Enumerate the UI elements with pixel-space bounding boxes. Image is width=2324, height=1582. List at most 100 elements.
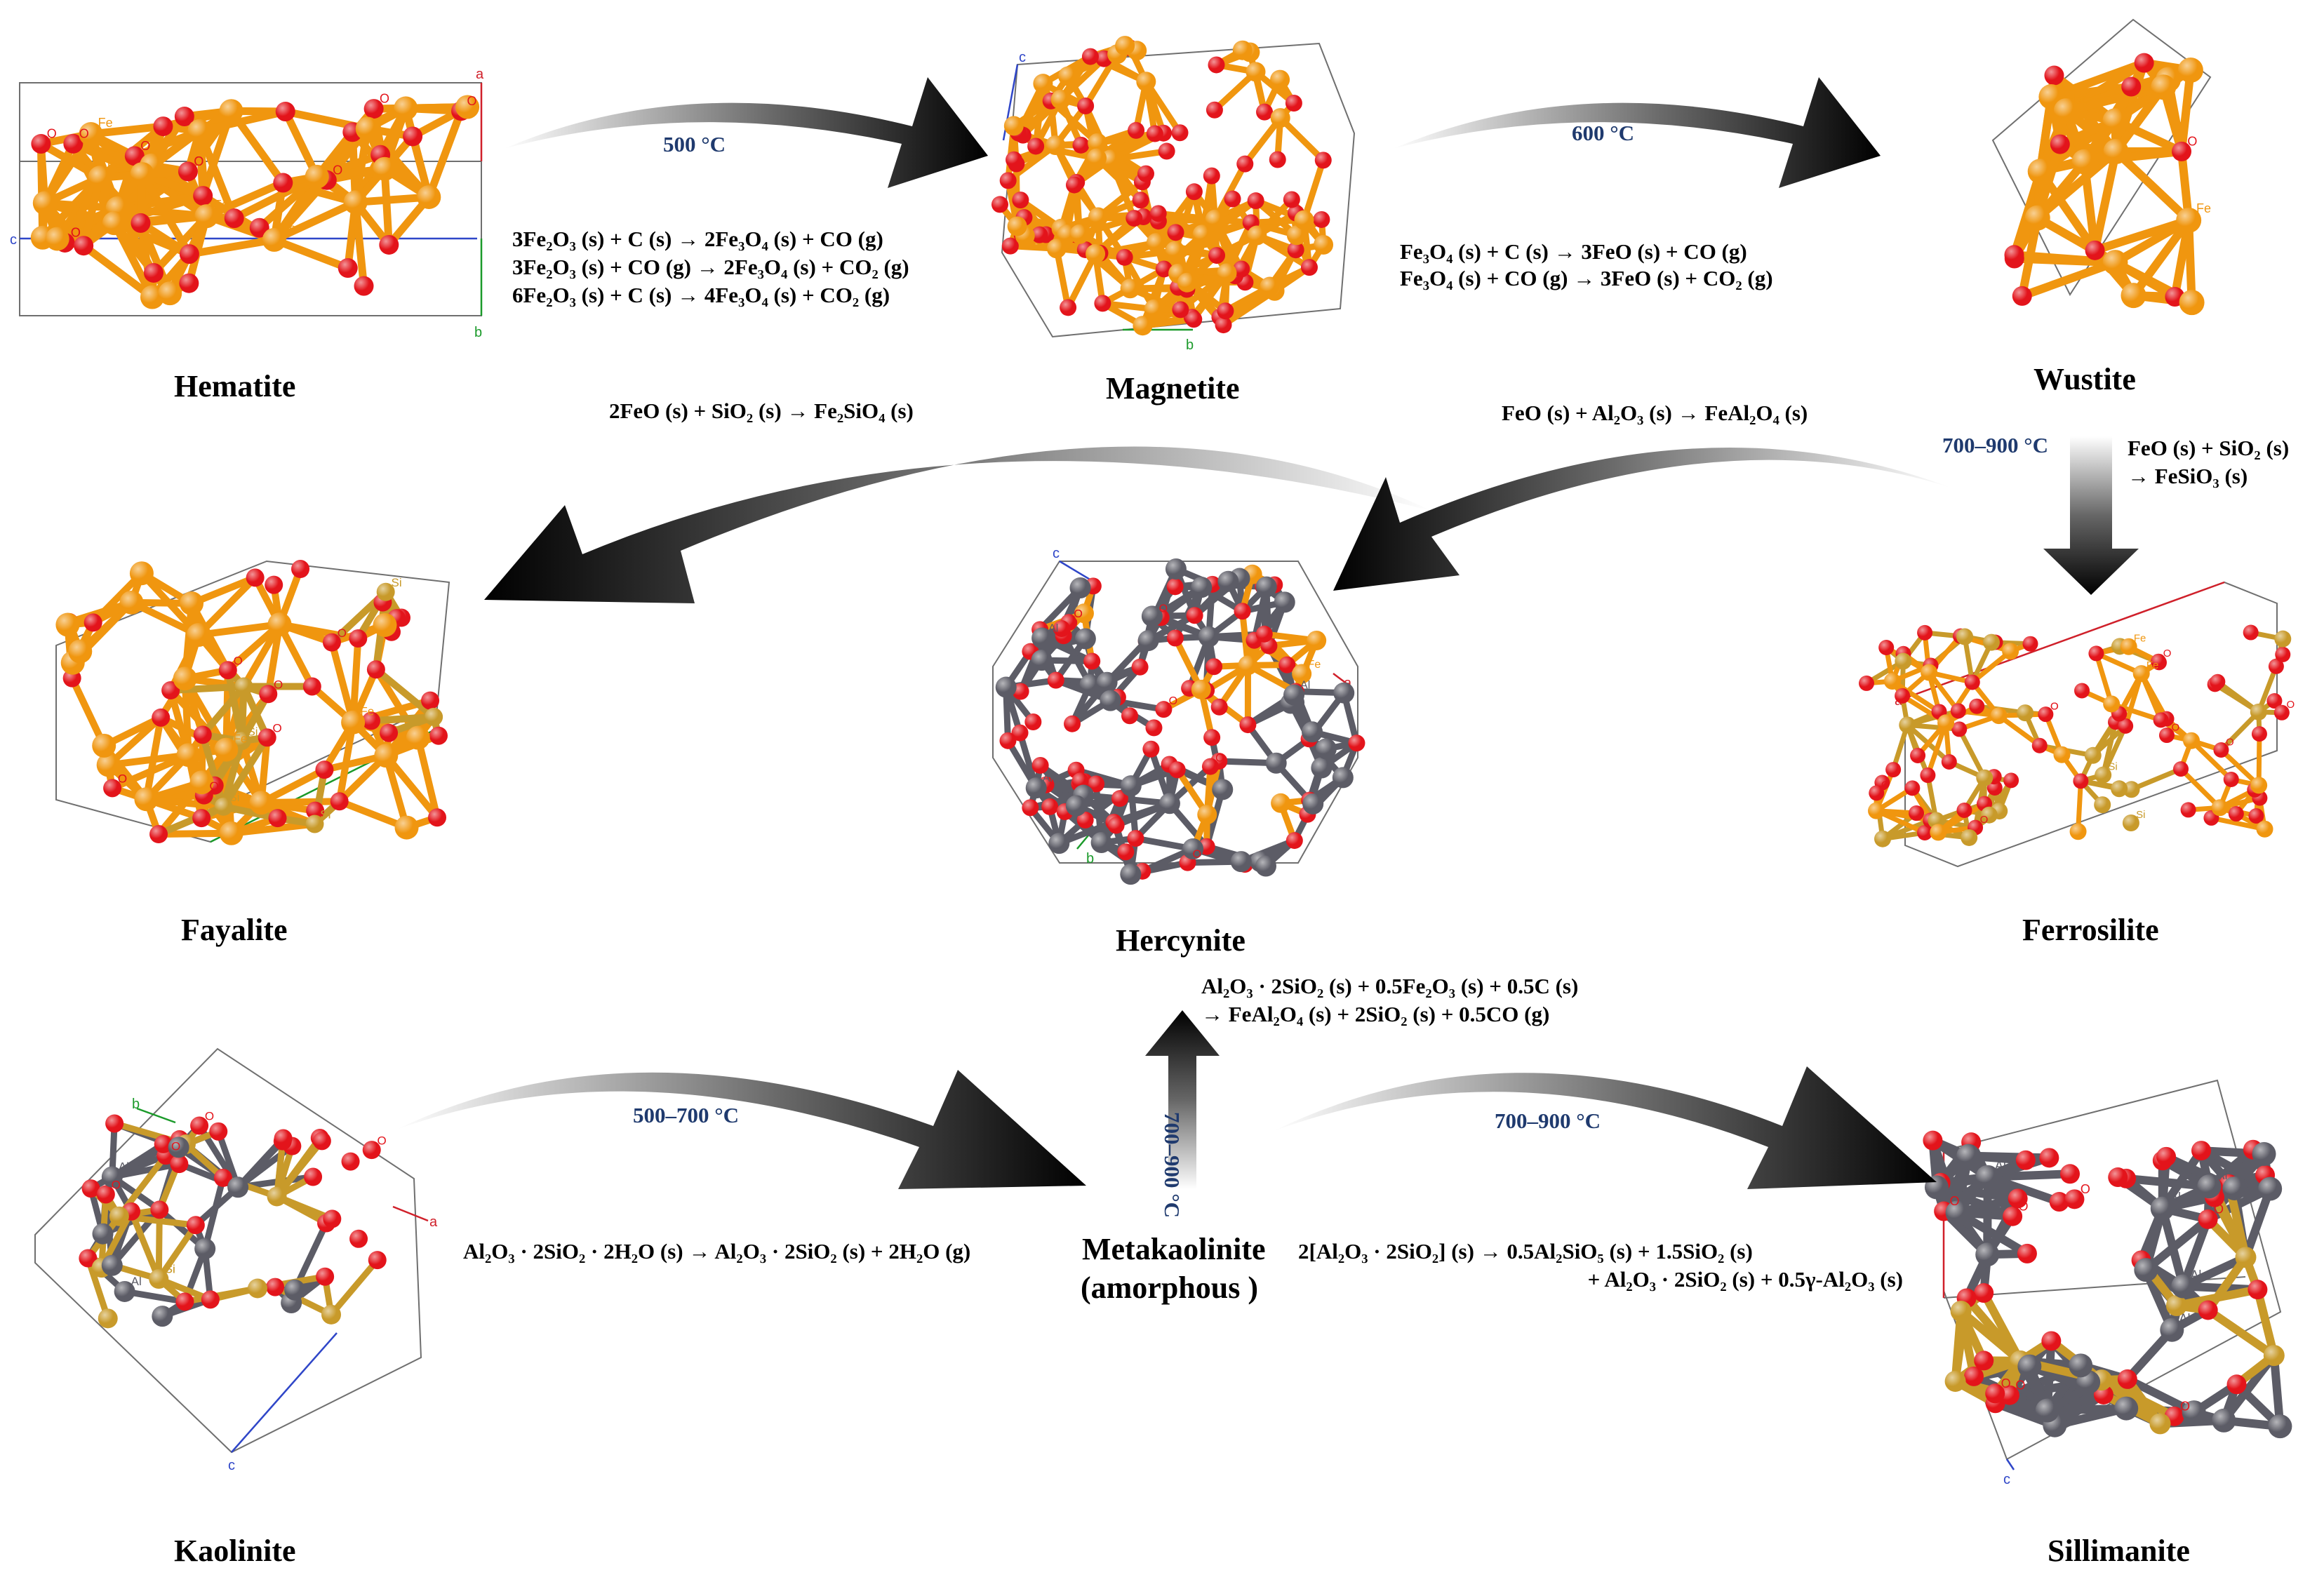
svg-text:O: O — [2214, 1202, 2224, 1216]
svg-text:O: O — [378, 1134, 387, 1147]
svg-text:a: a — [429, 1214, 438, 1230]
svg-text:Al: Al — [2216, 1168, 2227, 1182]
svg-text:c: c — [1053, 546, 1060, 561]
svg-text:O: O — [140, 139, 150, 153]
svg-text:O: O — [47, 127, 57, 141]
label-hercynite: Hercynite — [1116, 923, 1246, 958]
svg-text:O: O — [71, 226, 81, 240]
svg-text:Fe: Fe — [107, 159, 122, 173]
eq-metakaolinite-hercynite-1: Al₂O₃ · 2SiO₂ (s) + 0.5Fe₂O₃ (s) + 0.5C … — [1201, 974, 1579, 998]
svg-text:O: O — [1215, 752, 1224, 764]
svg-text:O: O — [171, 1139, 180, 1153]
arrow-hematite-to-magnetite — [504, 77, 988, 188]
svg-text:Al: Al — [131, 1275, 142, 1288]
svg-text:O: O — [274, 678, 283, 691]
eq-ferrosilite-1: FeO (s) + SiO₂ (s) — [2128, 436, 2290, 460]
label-hematite: Hematite — [174, 369, 296, 403]
svg-text:O: O — [2286, 699, 2295, 711]
svg-text:O: O — [2180, 1399, 2190, 1413]
svg-text:a: a — [476, 67, 484, 82]
svg-text:O: O — [467, 94, 476, 108]
svg-text:O: O — [2015, 1378, 2025, 1392]
svg-text:O: O — [71, 226, 81, 240]
svg-text:a: a — [0, 0, 8, 4]
eq-kaolinite: Al₂O₃ · 2SiO₂ · 2H₂O (s) → Al₂O₃ · 2SiO₂… — [463, 1239, 971, 1263]
label-metakaolinite: Metakaolinite — [1082, 1232, 1266, 1266]
arrow-hercynite-to-fayalite — [484, 446, 1431, 603]
svg-text:O: O — [273, 722, 282, 735]
svg-text:O: O — [118, 772, 127, 786]
label-sillimanite: Sillimanite — [2048, 1534, 2190, 1568]
eq-sillimanite-2: + Al₂O₃ · 2SiO₂ (s) + 0.5γ-Al₂O₃ (s) — [1587, 1267, 1903, 1292]
label-kaolinite: Kaolinite — [174, 1534, 296, 1568]
arrow-wustite-to-ferrosilite — [2043, 436, 2139, 595]
svg-text:O: O — [1159, 603, 1168, 615]
svg-text:Si: Si — [247, 725, 258, 738]
structure-fayalite: aOSiFeOOOOSiFeOSiSiOSi — [0, 0, 450, 845]
svg-text:Si: Si — [391, 576, 401, 589]
structure-sillimanite: acOAlOOAlOOAlOOAlAl — [0, 0, 2292, 1487]
label-wustite: Wustite — [2034, 362, 2136, 396]
svg-text:O: O — [2163, 648, 2172, 659]
svg-text:O: O — [112, 1179, 121, 1192]
svg-text:b: b — [1186, 337, 1194, 353]
svg-text:Al: Al — [1048, 623, 1058, 635]
svg-text:O: O — [2019, 1199, 2029, 1213]
svg-text:O: O — [194, 154, 203, 168]
svg-text:Al: Al — [2179, 1312, 2191, 1326]
eq-hematite-magnetite-3: 6Fe₂O₃ (s) + C (s) → 4Fe₃O₄ (s) + CO₂ (g… — [512, 283, 890, 307]
temp-hematite-magnetite: 500 °C — [663, 132, 726, 156]
svg-text:O: O — [2050, 701, 2059, 713]
svg-text:Si: Si — [2108, 760, 2117, 772]
label-magnetite: Magnetite — [1106, 371, 1240, 405]
svg-text:Si: Si — [165, 1263, 175, 1276]
eq-hematite-magnetite-1: 3Fe₂O₃ (s) + C (s) → 2Fe₃O₄ (s) + CO (g) — [512, 227, 883, 251]
svg-text:O: O — [79, 126, 89, 140]
svg-text:O: O — [1193, 848, 1201, 860]
svg-text:a: a — [0, 0, 8, 4]
svg-text:Si: Si — [165, 1263, 175, 1276]
arrow-wustite-to-hercynite — [1333, 448, 1951, 591]
temp-metakaolinite-hercynite: 700–900 °C — [1160, 1112, 1184, 1219]
eq-hercynite: FeO (s) + Al₂O₃ (s) → FeAl₂O₄ (s) — [1502, 401, 1808, 425]
arrow-metakaolinite-to-sillimanite — [1274, 1066, 1937, 1189]
svg-text:O: O — [333, 163, 342, 177]
svg-text:Fe: Fe — [214, 198, 229, 212]
svg-text:O: O — [2187, 135, 2197, 149]
label-ferrosilite: Ferrosilite — [2022, 913, 2159, 947]
temp-magnetite-wustite: 600 °C — [1572, 121, 1635, 145]
svg-text:O: O — [2050, 701, 2059, 713]
svg-text:Si: Si — [320, 808, 330, 822]
eq-ferrosilite-2: → FeSiO₃ (s) — [2128, 464, 2248, 488]
svg-text:c: c — [228, 1458, 235, 1473]
eq-magnetite-wustite-1: Fe₃O₄ (s) + C (s) → 3FeO (s) + CO (g) — [1400, 239, 1747, 264]
svg-text:Al: Al — [1043, 772, 1053, 784]
svg-text:Fe: Fe — [2134, 633, 2146, 645]
arrow-kaolinite-to-metakaolinite — [396, 1070, 1086, 1189]
svg-text:Fe: Fe — [234, 732, 248, 745]
svg-text:Si: Si — [229, 791, 239, 804]
svg-text:Si: Si — [2136, 809, 2145, 821]
eq-metakaolinite-hercynite-2: → FeAl₂O₄ (s) + 2SiO₂ (s) + 0.5CO (g) — [1201, 1002, 1550, 1026]
eq-fayalite: 2FeO (s) + SiO₂ (s) → Fe₂SiO₄ (s) — [609, 398, 914, 423]
svg-text:O: O — [194, 154, 203, 168]
svg-text:b: b — [474, 325, 482, 340]
temp-metakaolinite-sillimanite: 700–900 °C — [1495, 1108, 1601, 1133]
svg-text:O: O — [1980, 814, 1989, 826]
svg-text:O: O — [234, 654, 243, 667]
eq-hematite-magnetite-2: 3Fe₂O₃ (s) + CO (g) → 2Fe₃O₄ (s) + CO₂ (… — [512, 255, 909, 279]
svg-text:b: b — [1086, 851, 1094, 866]
svg-text:O: O — [210, 779, 219, 793]
svg-text:Fe: Fe — [98, 116, 113, 130]
svg-text:Fe: Fe — [360, 705, 374, 718]
svg-text:O: O — [118, 772, 127, 786]
eq-magnetite-wustite-2: Fe₃O₄ (s) + CO (g) → 3FeO (s) + CO₂ (g) — [1400, 266, 1773, 290]
svg-text:Fe: Fe — [1308, 659, 1321, 671]
svg-text:O: O — [1074, 608, 1082, 620]
svg-text:O: O — [2226, 736, 2234, 748]
structure-magnetite: cb — [991, 36, 1356, 353]
temp-kaolinite-metakaolinite: 500–700 °C — [633, 1103, 740, 1127]
svg-text:O: O — [1074, 608, 1082, 620]
